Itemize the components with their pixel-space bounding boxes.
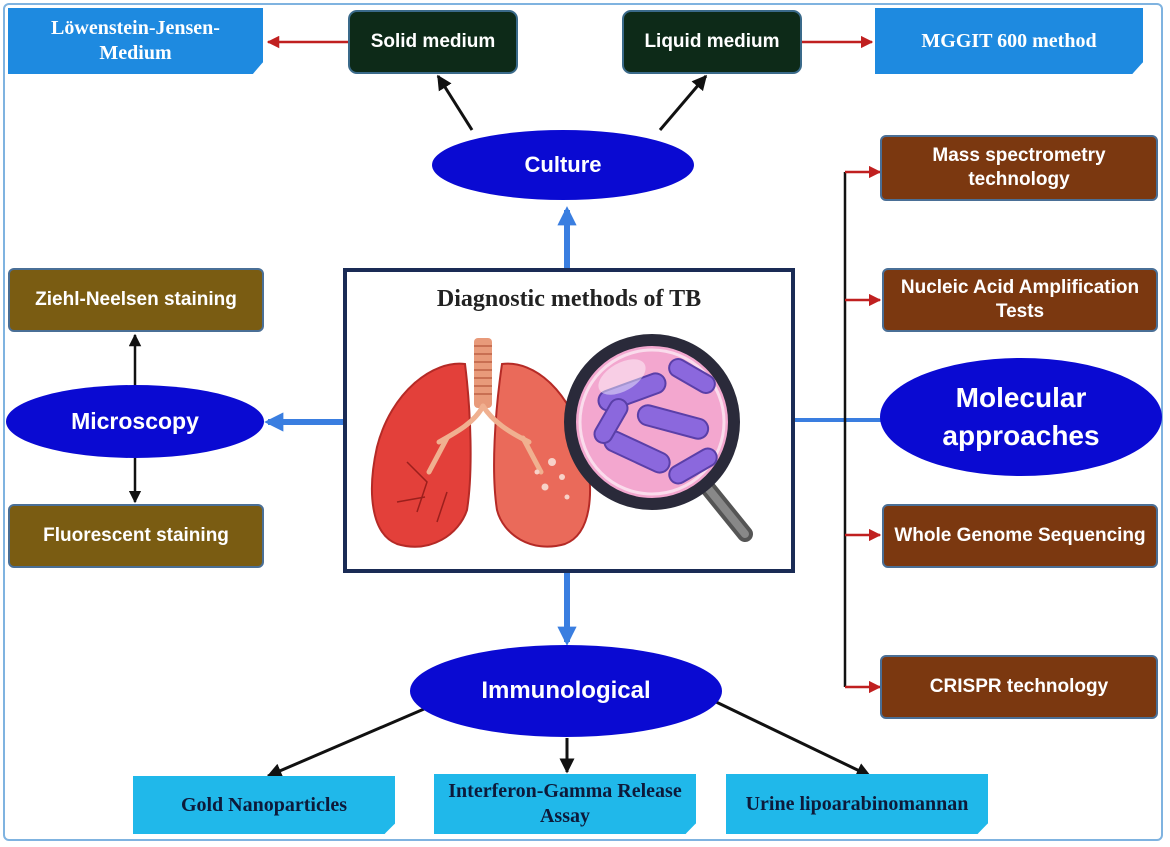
urine-lam-note: Urine lipoarabinomannan <box>726 774 988 834</box>
microscopy-label: Microscopy <box>71 408 199 434</box>
central-panel: Diagnostic methods of TB <box>343 268 795 573</box>
culture-oval: Culture <box>432 130 694 200</box>
igra-note: Interferon-Gamma Release Assay <box>434 774 696 834</box>
microscopy-oval: Microscopy <box>6 385 264 458</box>
lj-medium-note: Löwenstein-Jensen-Medium <box>8 8 263 74</box>
mass-spectrometry-box: Mass spectrometry technology <box>880 135 1158 201</box>
solid-medium-label: Solid medium <box>370 31 496 53</box>
arrow-culture-liquid <box>658 74 708 131</box>
liquid-medium-box: Liquid medium <box>622 10 802 74</box>
arrow-culture-solid <box>436 74 474 131</box>
mgit-method-label: MGGIT 600 method <box>921 29 1097 52</box>
wgs-box: Whole Genome Sequencing <box>882 504 1158 568</box>
igra-label: Interferon-Gamma Release Assay <box>448 780 682 827</box>
lungs-illustration <box>371 334 753 548</box>
crispr-label: CRISPR technology <box>929 676 1109 698</box>
wgs-label: Whole Genome Sequencing <box>894 525 1146 547</box>
gold-nanoparticles-note: Gold Nanoparticles <box>133 776 395 834</box>
mgit-method-note: MGGIT 600 method <box>875 8 1143 74</box>
bacteria-illustration <box>593 358 718 485</box>
magnifying-glass-icon <box>564 334 753 542</box>
solid-medium-box: Solid medium <box>348 10 518 74</box>
crispr-box: CRISPR technology <box>880 655 1158 719</box>
molecular-label: Molecular approaches <box>942 382 1100 451</box>
naat-box: Nucleic Acid Amplification Tests <box>882 268 1158 332</box>
naat-label: Nucleic Acid Amplification Tests <box>900 277 1140 322</box>
fluorescent-staining-label: Fluorescent staining <box>43 525 229 547</box>
fluorescent-staining-box: Fluorescent staining <box>8 504 264 568</box>
ziehl-neelsen-box: Ziehl-Neelsen staining <box>8 268 264 332</box>
liquid-medium-label: Liquid medium <box>644 31 780 53</box>
lj-medium-label: Löwenstein-Jensen-Medium <box>51 17 220 64</box>
mass-spectrometry-label: Mass spectrometry technology <box>932 145 1106 190</box>
immunological-label: Immunological <box>481 677 651 704</box>
arrow-immuno-gold <box>266 698 446 778</box>
urine-lam-label: Urine lipoarabinomannan <box>745 792 969 815</box>
molecular-oval: Molecular approaches <box>880 358 1162 476</box>
culture-label: Culture <box>524 152 602 177</box>
diagram-frame <box>3 3 1163 841</box>
gold-nanoparticles-label: Gold Nanoparticles <box>180 793 348 816</box>
ziehl-neelsen-label: Ziehl-Neelsen staining <box>35 289 237 311</box>
arrow-immuno-urine <box>711 698 872 778</box>
central-title: Diagnostic methods of TB <box>436 286 702 312</box>
immunological-oval: Immunological <box>410 645 722 737</box>
